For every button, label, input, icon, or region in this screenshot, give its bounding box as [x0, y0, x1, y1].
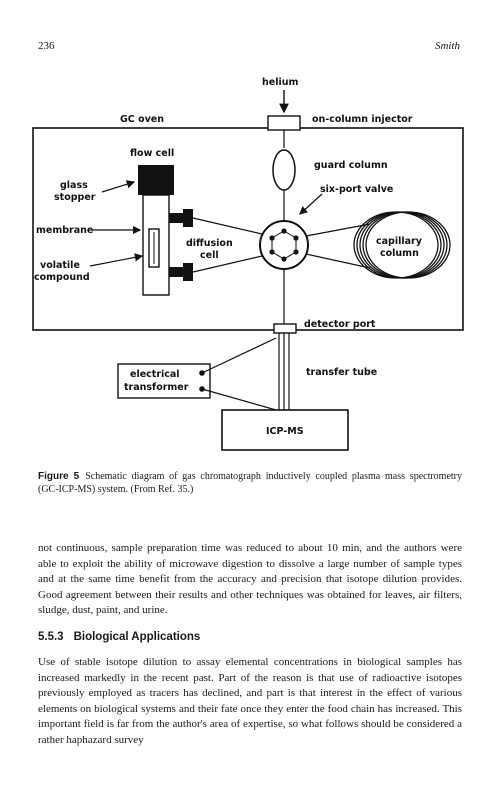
- page-header: 236 Smith: [38, 40, 460, 56]
- glass-stopper: [138, 165, 174, 195]
- label-guard-column: guard column: [314, 160, 388, 171]
- glass-stopper-arrow: [101, 180, 136, 193]
- label-capillary-column-2: column: [380, 248, 419, 259]
- capillary-column: [353, 211, 451, 279]
- label-glass-stopper-1: glass: [60, 180, 88, 191]
- transformer-wire-upper: [201, 337, 277, 374]
- label-volatile-compound-1: volatile: [40, 260, 80, 271]
- label-on-column-injector: on-column injector: [312, 114, 413, 125]
- fitting-to-valve-lower: [192, 255, 263, 273]
- detector-port: [273, 323, 297, 334]
- transformer-wire-lower: [201, 388, 277, 411]
- label-electrical-transformer-2: transformer: [124, 382, 189, 393]
- fitting-to-valve-upper: [192, 217, 263, 235]
- figure-gc-icp-ms-diagram: helium GC oven on-column injector guard …: [30, 72, 468, 462]
- label-volatile-compound-2: compound: [34, 272, 90, 283]
- membrane-element: [148, 228, 160, 268]
- label-diffusion-cell-1: diffusion: [186, 238, 233, 249]
- gc-oven-box: [32, 127, 464, 331]
- body-paragraph-2: Use of stable isotope dilution to assay …: [38, 656, 462, 746]
- six-port-valve: [259, 220, 309, 270]
- label-helium: helium: [262, 77, 298, 88]
- on-column-injector: [267, 115, 301, 131]
- section-number: 5.5.3: [38, 631, 64, 643]
- section-heading: 5.5.3 Biological Applications: [38, 631, 200, 643]
- label-detector-port: detector port: [304, 319, 376, 330]
- upper-fitting: [169, 213, 183, 223]
- lower-fitting-nut: [183, 263, 193, 281]
- lower-fitting: [169, 267, 183, 277]
- electrical-transformer: [117, 363, 211, 399]
- label-electrical-transformer-1: electrical: [130, 369, 180, 380]
- upper-fitting-nut: [183, 209, 193, 227]
- valve-to-capillary-lower: [305, 253, 371, 269]
- schematic-svg: helium GC oven on-column injector guard …: [32, 77, 464, 451]
- label-transfer-tube: transfer tube: [306, 367, 377, 378]
- icp-ms-box: [221, 409, 349, 451]
- running-head: Smith: [434, 40, 460, 52]
- caption-label: Figure 5: [38, 471, 80, 482]
- label-six-port-valve: six-port valve: [320, 184, 393, 195]
- label-membrane: membrane: [36, 225, 93, 236]
- page-number: 236: [38, 40, 55, 52]
- caption-text: Schematic diagram of gas chromatograph i…: [38, 471, 462, 495]
- label-capillary-column-1: capillary: [376, 236, 423, 247]
- section-title: Biological Applications: [73, 631, 201, 643]
- label-gc-oven: GC oven: [120, 114, 164, 125]
- transfer-tube: [278, 333, 290, 410]
- six-port-valve-arrow: [299, 193, 323, 215]
- label-icp-ms: ICP-MS: [266, 426, 304, 437]
- flow-cell-body: [142, 194, 170, 296]
- guard-column: [272, 149, 296, 191]
- label-flow-cell: flow cell: [130, 148, 174, 159]
- label-diffusion-cell-2: cell: [200, 250, 219, 261]
- volatile-compound-arrow: [89, 253, 144, 267]
- valve-to-capillary-upper: [305, 223, 371, 237]
- label-glass-stopper-2: stopper: [54, 192, 96, 203]
- body-paragraph-1: not continuous, sample preparation time …: [38, 542, 462, 616]
